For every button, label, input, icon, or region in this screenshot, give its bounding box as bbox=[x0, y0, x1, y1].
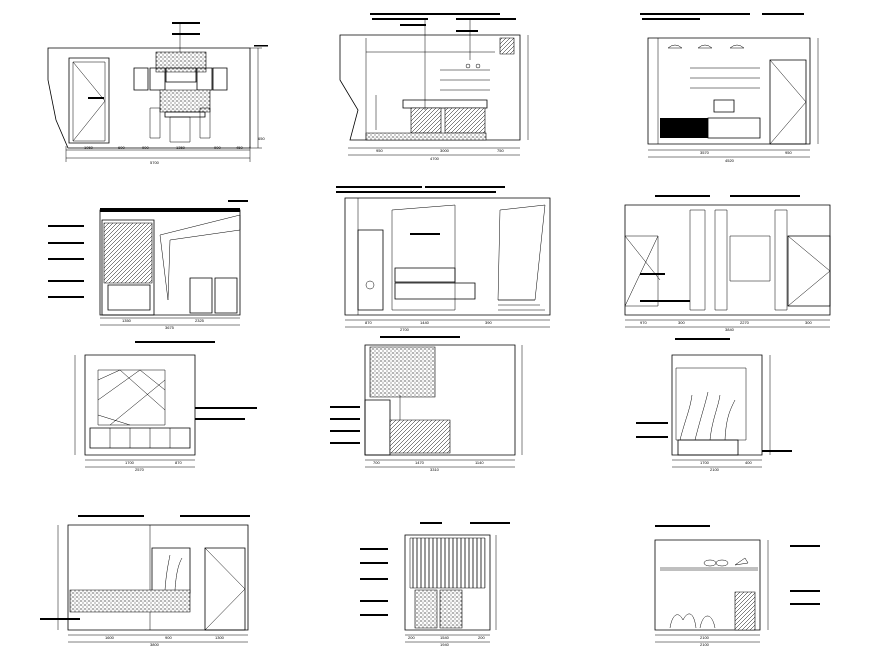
dim-bottom-3: 200 bbox=[478, 635, 485, 640]
elevation-10: 1600 900 1300 3800 bbox=[40, 515, 250, 647]
dim-total: 4700 bbox=[430, 156, 440, 161]
elevation-12: 2100 2100 bbox=[655, 525, 820, 647]
dim-bottom-1: 700 bbox=[373, 460, 380, 465]
dim-bottom-3: 750 bbox=[497, 148, 504, 153]
dim-total: 3675 bbox=[165, 325, 175, 330]
dim-bottom-2: 1540 bbox=[440, 635, 450, 640]
dim-bottom-4: 300 bbox=[805, 320, 812, 325]
dim-bottom-1: 2100 bbox=[700, 635, 710, 640]
elevation-8: 700 1470 1140 3310 bbox=[330, 336, 522, 472]
dim-bottom-1: 1350 bbox=[122, 318, 132, 323]
elevation-9: 1700 400 2100 bbox=[636, 338, 792, 472]
dim-bottom-1: 970 bbox=[640, 320, 647, 325]
elevation-3: 3570 950 4520 bbox=[640, 13, 818, 163]
dim-bottom-2: 1440 bbox=[420, 320, 430, 325]
dim-bottom-3: 390 bbox=[485, 320, 492, 325]
dim-bottom-3: 1140 bbox=[475, 460, 484, 465]
dim-bottom-1: 1700 bbox=[125, 460, 135, 465]
elevation-2: 950 3000 750 4700 bbox=[340, 13, 528, 161]
dim-total: 2100 bbox=[710, 467, 720, 472]
dim-bottom-3: 2270 bbox=[740, 320, 750, 325]
dim-total: 3310 bbox=[430, 467, 440, 472]
dim-total: 2570 bbox=[135, 467, 145, 472]
dim-bottom-2: 900 bbox=[165, 635, 172, 640]
dim-bottom-2: 300 bbox=[678, 320, 685, 325]
dim-bottom-4: 1350 bbox=[176, 145, 186, 150]
elevation-7: 1700 870 2570 bbox=[75, 341, 257, 472]
dim-total: 2700 bbox=[400, 327, 410, 332]
dim-bottom-1: 870 bbox=[365, 320, 372, 325]
dim-bottom-2: 3000 bbox=[440, 148, 450, 153]
dim-bottom-5: 900 bbox=[214, 145, 221, 150]
dim-total: 4520 bbox=[725, 158, 735, 163]
dim-bottom-1: 3570 bbox=[700, 150, 710, 155]
elevation-1: 1050 600 900 1350 900 450 5700 650 bbox=[48, 22, 268, 165]
dim-bottom-2: 600 bbox=[118, 145, 125, 150]
dim-total: 3840 bbox=[725, 327, 735, 332]
dim-bottom-1: 1050 bbox=[84, 145, 94, 150]
dim-bottom-1: 1700 bbox=[700, 460, 710, 465]
elevation-4: 1350 2325 3675 bbox=[48, 200, 248, 330]
dim-bottom-2: 1470 bbox=[415, 460, 425, 465]
dim-total: 3800 bbox=[150, 642, 160, 647]
dim-bottom-2: 400 bbox=[745, 460, 752, 465]
dim-bottom-6: 450 bbox=[236, 145, 243, 150]
dim-right-1: 650 bbox=[258, 136, 265, 141]
dim-bottom-2: 2325 bbox=[195, 318, 205, 323]
dim-bottom-1: 200 bbox=[408, 635, 415, 640]
dim-bottom-2: 950 bbox=[785, 150, 792, 155]
elevation-6: 970 300 2270 300 3840 bbox=[625, 195, 830, 332]
dim-bottom-1: 950 bbox=[376, 148, 383, 153]
dim-total: 1940 bbox=[440, 642, 450, 647]
dim-bottom-3: 1300 bbox=[215, 635, 225, 640]
elevation-11: 200 1540 200 1940 bbox=[360, 522, 510, 647]
dim-bottom-3: 900 bbox=[142, 145, 149, 150]
elevation-5: 870 1440 390 2700 bbox=[336, 186, 550, 332]
dim-bottom-1: 1600 bbox=[105, 635, 115, 640]
dim-total: 2100 bbox=[700, 642, 710, 647]
dim-total: 5700 bbox=[150, 160, 160, 165]
dim-bottom-2: 870 bbox=[175, 460, 182, 465]
